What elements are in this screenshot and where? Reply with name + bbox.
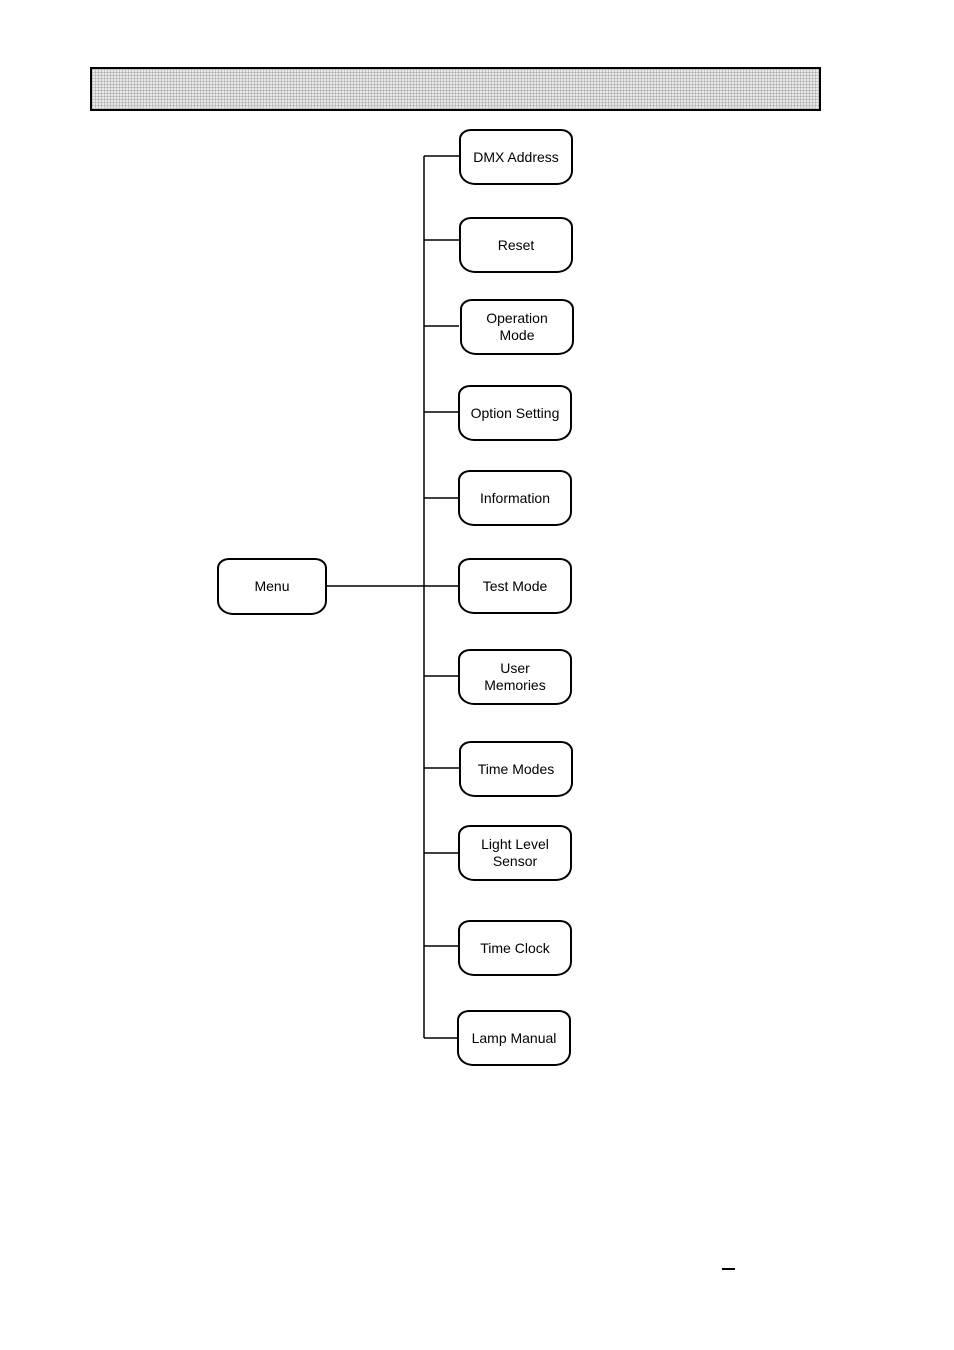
node-user-memories: User Memories	[458, 649, 572, 705]
section-header-bar	[90, 67, 821, 111]
node-reset: Reset	[459, 217, 573, 273]
node-operation-mode: Operation Mode	[460, 299, 574, 355]
page-mark	[722, 1268, 735, 1270]
node-dmx-address: DMX Address	[459, 129, 573, 185]
node-light-level-sensor: Light Level Sensor	[458, 825, 572, 881]
node-option-setting: Option Setting	[458, 385, 572, 441]
node-time-clock: Time Clock	[458, 920, 572, 976]
node-lamp-manual: Lamp Manual	[457, 1010, 571, 1066]
node-test-mode: Test Mode	[458, 558, 572, 614]
node-information: Information	[458, 470, 572, 526]
menu-root-node: Menu	[217, 558, 327, 615]
node-time-modes: Time Modes	[459, 741, 573, 797]
